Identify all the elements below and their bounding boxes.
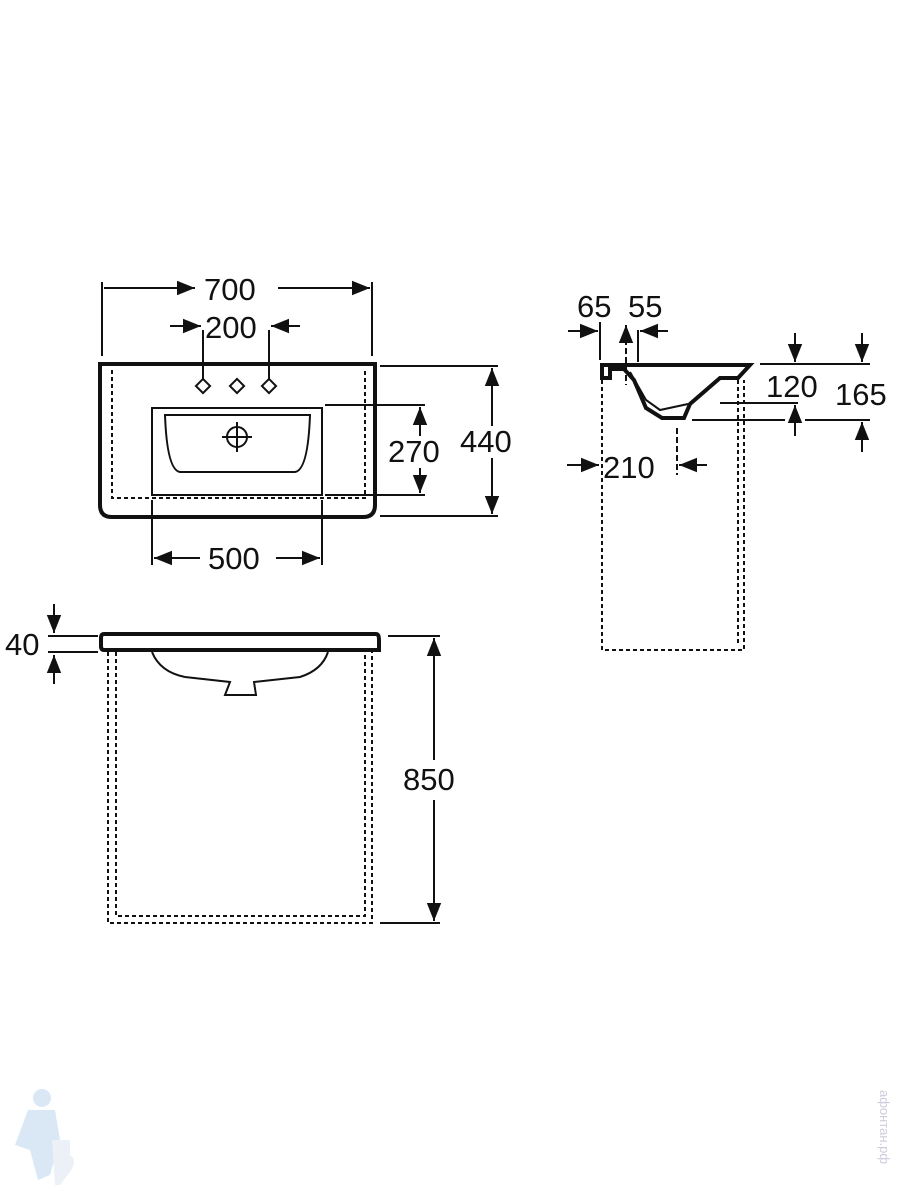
dim-drain-offset-210: 210 bbox=[603, 450, 655, 485]
dim-bowl-depth-270: 270 bbox=[388, 434, 440, 469]
plumber-logo bbox=[15, 1089, 74, 1185]
watermark-text: афонтан.рф bbox=[877, 1090, 892, 1164]
dim-tap-spacing-200: 200 bbox=[205, 310, 257, 345]
dim-rim-back-65: 65 bbox=[577, 289, 611, 324]
dim-tap-offset-55: 55 bbox=[628, 289, 662, 324]
dim-bowl-width-500: 500 bbox=[208, 541, 260, 576]
dim-width-700: 700 bbox=[204, 272, 256, 307]
dim-total-height-165: 165 bbox=[835, 377, 887, 412]
tap-holes bbox=[194, 377, 278, 395]
front-view: 40 850 bbox=[5, 604, 455, 924]
dim-rim-thickness-40: 40 bbox=[5, 627, 39, 662]
dim-bowl-height-120: 120 bbox=[766, 369, 818, 404]
top-view: 700 200 270 440 500 bbox=[98, 272, 512, 576]
dim-depth-440: 440 bbox=[460, 424, 512, 459]
side-view: 65 55 120 165 210 bbox=[567, 289, 887, 651]
dim-install-height-850: 850 bbox=[403, 762, 455, 797]
